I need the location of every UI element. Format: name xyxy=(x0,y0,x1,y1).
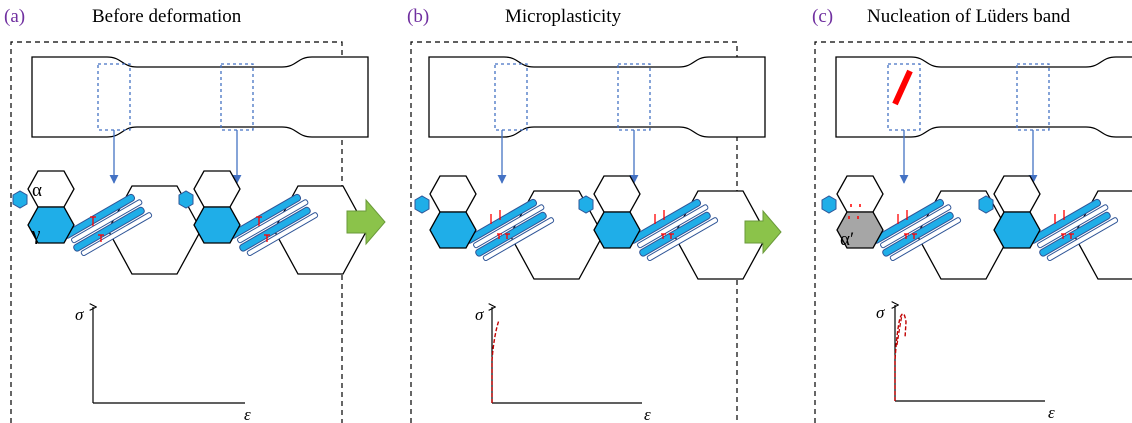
sigma-axis-label: σ xyxy=(475,305,484,324)
panel-c-label: (c) xyxy=(812,6,834,27)
grain-cluster xyxy=(578,175,768,280)
epsilon-axis-label: ε xyxy=(244,405,251,423)
grain-cluster xyxy=(978,175,1132,280)
panel-a-title: Before deformation xyxy=(92,6,242,27)
tensile-specimen xyxy=(835,56,1132,138)
grain-cluster xyxy=(12,170,202,275)
panel-c-frame xyxy=(814,41,1132,423)
austenite-grain xyxy=(193,206,241,244)
alpha-prime-label: α′ xyxy=(840,229,854,250)
gamma-label: γ xyxy=(31,224,40,245)
tensile-specimen xyxy=(31,56,369,138)
martensite-grain xyxy=(836,211,884,249)
luders-band xyxy=(892,69,913,106)
panel-b-frame xyxy=(410,41,738,423)
stress-strain-axes: σ ε xyxy=(876,303,1055,422)
sigma-axis-label: σ xyxy=(75,305,84,324)
tensile-specimen xyxy=(428,56,766,138)
alpha-label: α xyxy=(32,180,42,201)
right-arrow-icon xyxy=(744,209,782,255)
epsilon-axis-label: ε xyxy=(1048,403,1055,422)
stress-strain-axes: σ ε xyxy=(75,305,251,423)
stress-strain-axes: σ ε xyxy=(475,305,651,423)
panel-c-title: Nucleation of Lüders band xyxy=(867,6,1071,27)
panel-c: α′ σ ε xyxy=(821,56,1132,422)
panel-b-title: Microplasticity xyxy=(505,6,622,27)
panel-a: α γ σ ε xyxy=(12,56,369,423)
stress-strain-curve xyxy=(894,313,907,401)
stress-strain-curve xyxy=(491,319,500,403)
epsilon-axis-label: ε xyxy=(644,405,651,423)
grain-cluster xyxy=(821,175,1011,280)
austenite-grain xyxy=(27,206,75,244)
panel-b: σ ε xyxy=(414,56,768,423)
stress-strain-curve xyxy=(896,314,903,346)
grain-cluster xyxy=(178,170,368,275)
gauge-region-box xyxy=(494,63,528,131)
right-arrow-icon xyxy=(346,198,386,246)
austenite-grain xyxy=(429,211,477,249)
austenite-grain xyxy=(593,211,641,249)
sigma-axis-label: σ xyxy=(876,303,885,322)
panel-a-label: (a) xyxy=(4,6,26,27)
austenite-grain xyxy=(993,211,1041,249)
grain-cluster xyxy=(414,175,604,280)
panel-b-label: (b) xyxy=(407,6,430,27)
